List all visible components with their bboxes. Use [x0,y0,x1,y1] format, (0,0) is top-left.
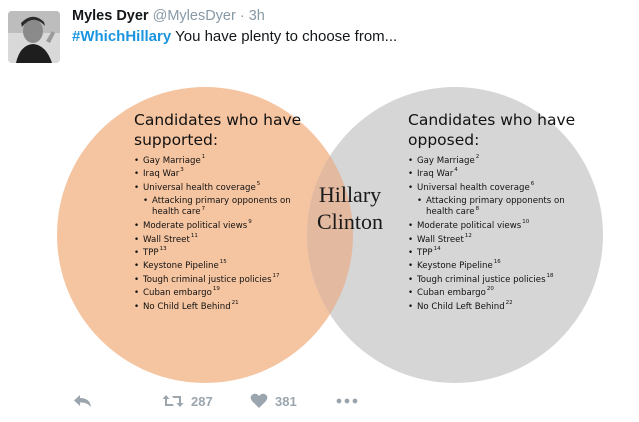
opposed-item: Iraq War4 [408,167,588,183]
reply-button[interactable] [73,388,93,414]
opposed-item-text: Universal health coverage [417,182,530,193]
opposed-item-text: Iraq War [417,169,454,180]
tweet-header: Myles Dyer @MylesDyer · 3h [72,8,265,24]
opposed-item-text: Moderate political views [417,221,522,232]
supported-item-text: TPP [143,248,159,259]
supported-item-footnote: 9 [248,219,252,226]
supported-item: Gay Marriage1 [134,154,314,169]
like-count: 381 [275,393,297,409]
supported-item: Moderate political views9 [134,219,314,234]
opposed-item-text: Gay Marriage [417,156,475,166]
supported-item-footnote: 11 [190,232,198,239]
supported-item: Attacking primary opponents on health ca… [134,196,314,218]
supported-item-footnote: 19 [212,286,220,293]
supported-item: Tough criminal justice policies17 [134,272,314,288]
display-name[interactable]: Myles Dyer [72,8,149,24]
center-label-line2: Clinton [316,209,383,234]
supported-item: Universal health coverage5 [134,180,314,196]
separator-dot: · [239,8,245,24]
opposed-item: Keystone Pipeline16 [408,259,588,275]
opposed-heading-line1: Candidates who have [408,111,576,129]
supported-item-text: Attacking primary opponents on health ca… [152,196,291,218]
more-icon [336,398,358,404]
opposed-item: No Child Left Behind22 [408,299,588,315]
opposed-item-text: Attacking primary opponents on health ca… [426,196,565,218]
opposed-item: Tough criminal justice policies18 [408,272,588,288]
supported-item: Keystone Pipeline15 [134,259,314,275]
opposed-item-footnote: 10 [522,219,530,226]
user-handle[interactable]: @MylesDyer [152,8,236,24]
tweet-actions: 287 381 [0,388,639,416]
supported-item-text: No Child Left Behind [143,301,231,312]
supported-item-footnote: 7 [201,206,206,213]
retweet-icon [162,395,184,407]
tweet-text: #WhichHillary You have plenty to choose … [72,28,397,45]
center-label: Hillary Clinton [302,181,398,235]
more-button[interactable] [336,388,358,414]
opposed-item-text: Cuban embargo [417,288,486,299]
supported-item-text: Iraq War [143,169,180,180]
opposed-item: Wall Street12 [408,232,588,248]
opposed-item-footnote: 6 [530,180,535,187]
supported-item-text: Moderate political views [143,221,248,232]
opposed-item-footnote: 8 [475,206,480,213]
supported-item-footnote: 17 [272,272,280,279]
supported-item-text: Keystone Pipeline [143,261,219,272]
supported-heading-line1: Candidates who have [134,111,302,129]
opposed-item-footnote: 18 [546,272,554,279]
supported-item-text: Tough criminal justice policies [143,274,272,285]
supported-item-footnote: 5 [256,180,261,187]
opposed-item-text: Wall Street [417,234,464,245]
supported-item-text: Gay Marriage [143,156,201,166]
venn-diagram-image[interactable]: Candidates who have supported: Gay Marri… [55,75,615,395]
supported-item: Cuban embargo19 [134,286,314,302]
supported-item-footnote: 1 [201,154,206,160]
opposed-item-footnote: 16 [493,259,501,266]
avatar[interactable] [8,11,60,63]
opposed-item-footnote: 4 [454,167,458,174]
retweet-button[interactable]: 287 [162,388,213,414]
opposed-item-footnote: 2 [475,154,480,160]
opposed-heading: Candidates who have opposed: [408,110,575,150]
opposed-item-text: Keystone Pipeline [417,261,493,272]
opposed-item: Universal health coverage6 [408,180,588,196]
opposed-item: Attacking primary opponents on health ca… [408,196,588,218]
supported-item: Iraq War3 [134,167,314,183]
supported-item-text: Cuban embargo [143,288,212,299]
supported-item-footnote: 21 [231,299,239,306]
supported-heading-line2: supported: [134,131,219,149]
supported-item-text: Wall Street [143,234,190,245]
reply-icon [74,395,91,407]
tweet-timestamp[interactable]: 3h [248,8,265,24]
like-button[interactable]: 381 [250,388,297,414]
supported-item: TPP13 [134,246,314,261]
opposed-item-footnote: 12 [464,232,472,239]
opposed-list: Gay Marriage2Iraq War4Universal health c… [408,154,588,315]
supported-item-text: Universal health coverage [143,182,256,193]
opposed-item: Gay Marriage2 [408,154,588,169]
supported-item: Wall Street11 [134,232,314,248]
supported-heading: Candidates who have supported: [134,110,301,150]
retweet-count: 287 [191,393,213,409]
supported-list: Gay Marriage1Iraq War3Universal health c… [134,154,314,315]
opposed-item-text: TPP [417,248,433,259]
opposed-item-text: No Child Left Behind [417,301,505,312]
supported-item-footnote: 15 [219,259,227,266]
supported-item-footnote: 3 [180,167,184,174]
tweet-body: You have plenty to choose from... [171,28,398,45]
supported-item: No Child Left Behind21 [134,299,314,315]
opposed-heading-line2: opposed: [408,131,480,149]
heart-icon [250,393,268,408]
opposed-item: Moderate political views10 [408,219,588,234]
opposed-item: TPP14 [408,246,588,261]
opposed-item-text: Tough criminal justice policies [417,274,546,285]
hashtag-link[interactable]: #WhichHillary [72,28,172,45]
opposed-item-footnote: 14 [433,246,441,253]
opposed-item: Cuban embargo20 [408,286,588,302]
supported-item-footnote: 13 [159,246,167,253]
opposed-item-footnote: 20 [486,286,494,293]
center-label-line1: Hillary [318,182,382,207]
opposed-item-footnote: 22 [505,299,513,306]
